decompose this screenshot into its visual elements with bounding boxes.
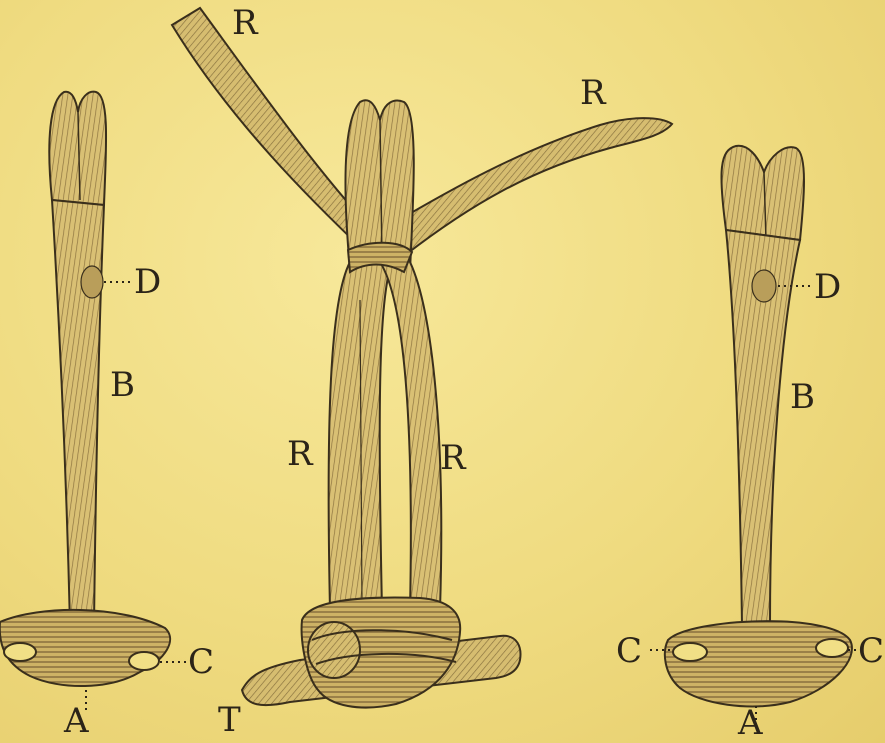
label-right-C-right: C <box>858 634 884 668</box>
label-middle-R-lower-left: R <box>287 437 313 471</box>
middle-strand-lower-right <box>380 258 441 610</box>
label-left-A: A <box>64 704 89 738</box>
left-staff-figure <box>0 92 186 712</box>
label-right-B: B <box>790 380 815 414</box>
label-middle-R-top-right: R <box>580 76 606 110</box>
label-middle-T: T <box>218 703 241 737</box>
middle-strand-upper-right <box>392 118 672 256</box>
right-staff-figure <box>650 146 862 720</box>
left-staff-prongs <box>49 92 106 205</box>
label-middle-R-top-left: R <box>232 6 258 40</box>
right-base-plate <box>665 621 852 706</box>
right-staff-knob <box>752 270 776 302</box>
left-base-hole-left <box>4 643 36 661</box>
left-staff-shaft <box>52 200 104 625</box>
label-right-D: D <box>814 270 841 304</box>
label-left-B: B <box>110 368 135 402</box>
label-right-A: A <box>738 706 763 740</box>
left-base-hole-right <box>129 652 159 670</box>
right-base-hole-left <box>673 643 707 661</box>
label-middle-R-lower-right: R <box>440 441 466 475</box>
label-left-C: C <box>188 645 214 679</box>
right-staff-prongs <box>721 146 804 240</box>
label-left-D: D <box>134 265 161 299</box>
right-base-hole-right <box>816 639 848 657</box>
left-staff-knob <box>81 266 103 298</box>
label-right-C-left: C <box>616 634 642 668</box>
